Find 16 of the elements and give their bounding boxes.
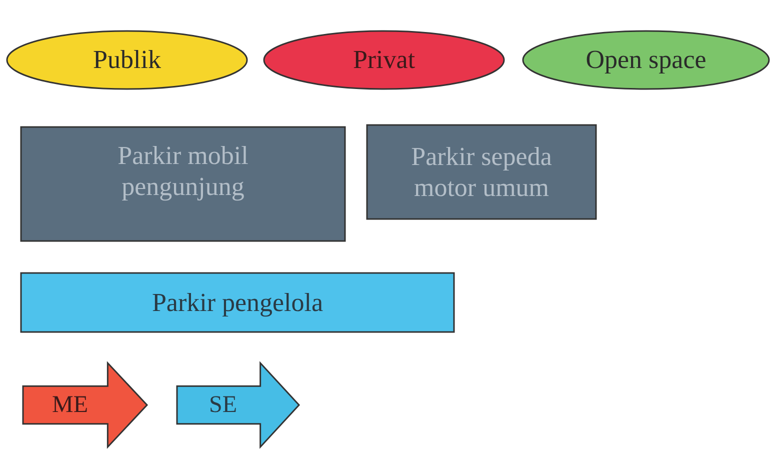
pointer-tag: [176, 362, 300, 448]
zone-label: Privat: [352, 44, 416, 76]
zone-label: SE: [208, 390, 237, 420]
zone-label: Publik: [93, 44, 161, 76]
zone-label: Open space: [586, 44, 706, 76]
zone-label: Parkir pengelola: [152, 286, 324, 318]
pointer-tag: [22, 362, 148, 448]
category-ellipse: [522, 30, 770, 90]
zone-label: ME: [52, 390, 88, 420]
zone-box: [366, 124, 597, 220]
zone-label: Parkir mobil pengunjung: [116, 140, 250, 202]
zone-label: Parkir sepeda motor umum: [410, 140, 553, 204]
zone-box: [20, 126, 346, 242]
category-ellipse: [263, 30, 505, 90]
category-ellipse: [6, 30, 248, 90]
zone-box: [20, 272, 455, 333]
